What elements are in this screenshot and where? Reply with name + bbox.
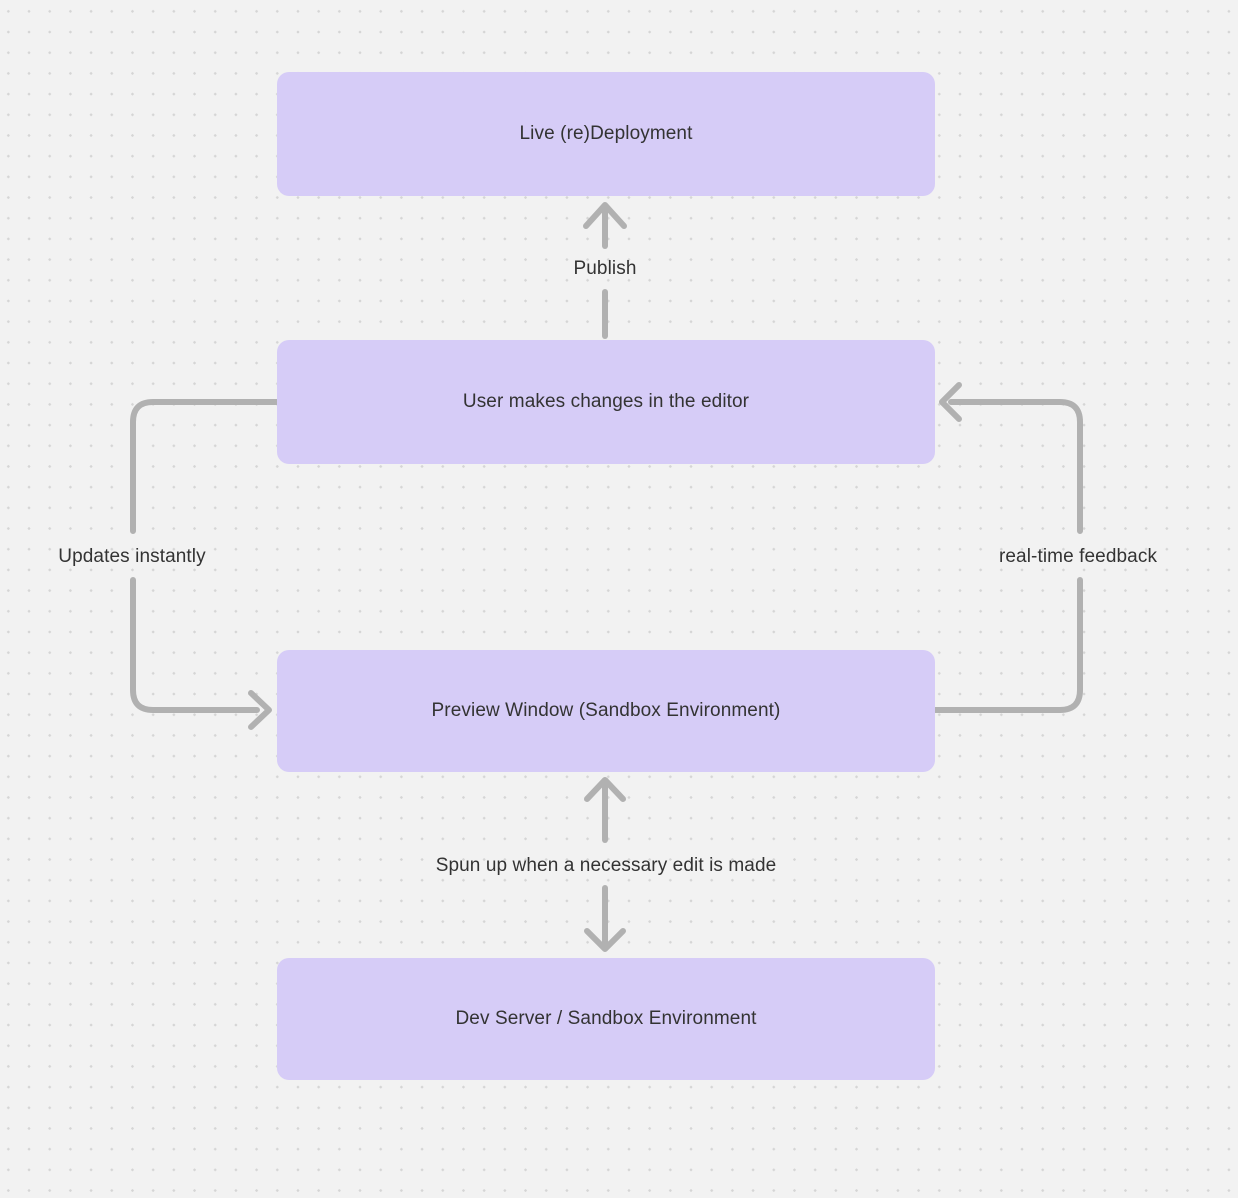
publish-arrow-icon <box>583 202 627 339</box>
edge-label-spun-up: Spun up when a necessary edit is made <box>435 855 777 876</box>
node-user-edits-label: User makes changes in the editor <box>462 391 750 412</box>
edge-label-publish: Publish <box>573 258 637 279</box>
node-preview-window: Preview Window (Sandbox Environment) <box>277 650 935 772</box>
node-user-edits: User makes changes in the editor <box>277 340 935 464</box>
sandbox-sync-arrow-icon <box>584 777 626 952</box>
node-live-redeployment: Live (re)Deployment <box>277 72 935 196</box>
node-preview-window-label: Preview Window (Sandbox Environment) <box>431 700 781 721</box>
node-dev-server-label: Dev Server / Sandbox Environment <box>455 1008 757 1029</box>
updates-instantly-arrow-icon <box>130 399 280 730</box>
node-live-redeployment-label: Live (re)Deployment <box>519 123 693 144</box>
edge-label-updates-instantly: Updates instantly <box>58 546 206 567</box>
real-time-feedback-arrow-icon <box>932 382 1083 713</box>
node-dev-server: Dev Server / Sandbox Environment <box>277 958 935 1080</box>
edge-label-real-time-feedback: real-time feedback <box>998 546 1158 567</box>
